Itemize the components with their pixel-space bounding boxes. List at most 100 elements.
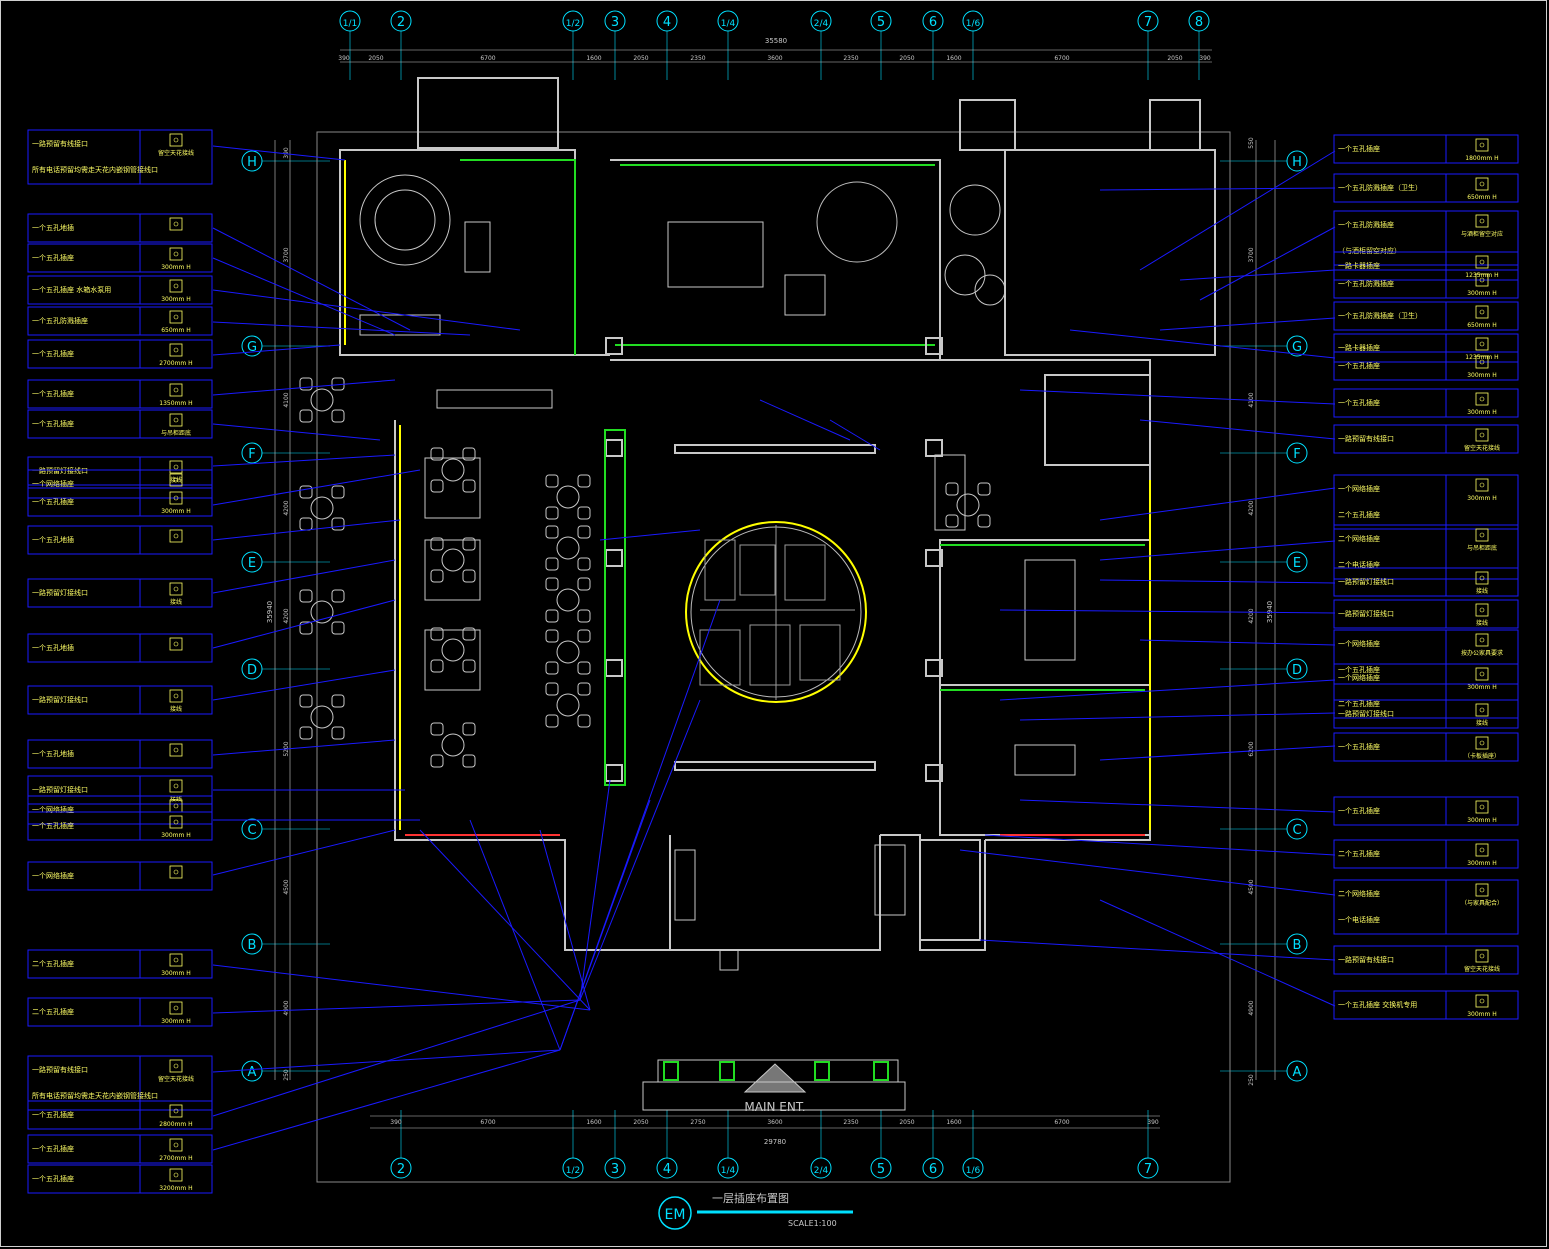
- legend-right-text: 一个五孔防溅插座（卫生）: [1338, 183, 1422, 192]
- outlet-symbol-icon: [169, 779, 183, 793]
- legend-right-row: [1333, 210, 1519, 266]
- legend-right-row: [1333, 699, 1519, 729]
- legend-right-row: [1333, 333, 1519, 363]
- chair: [545, 661, 559, 675]
- chair: [430, 659, 444, 673]
- chair: [577, 525, 591, 539]
- chair: [299, 409, 313, 423]
- dim-top: 2050: [1167, 55, 1182, 62]
- leader-line: [979, 939, 1336, 961]
- chair: [331, 409, 345, 423]
- legend-right-row: [1333, 301, 1519, 331]
- chair: [331, 694, 345, 708]
- legend-left-row: [27, 339, 213, 369]
- leader-line: [1019, 389, 1336, 405]
- outlet-dot-icon: [173, 783, 179, 789]
- dim-bottom: 390: [390, 1119, 402, 1126]
- legend-right-height: 650mm H: [1467, 194, 1497, 201]
- legend-left-text: 一路预留灯接线口: [32, 695, 88, 704]
- legend-right-text: 一个五孔插座: [1338, 742, 1380, 751]
- outlet-dot-icon: [173, 869, 179, 875]
- outlet-dot-icon: [173, 1172, 179, 1178]
- grid-label-bottom: 2: [397, 1162, 405, 1177]
- dim-right: 4900: [1248, 1000, 1255, 1015]
- dim-top: 6700: [480, 55, 495, 62]
- legend-left-height: 2800mm H: [159, 1121, 192, 1128]
- leader-line: [212, 999, 581, 1117]
- outlet-symbol-icon: [1475, 177, 1489, 191]
- legend-right-row: [1333, 990, 1519, 1020]
- legend-left-height: 650mm H: [161, 327, 191, 334]
- legend-left-height: 留空天花接线: [158, 149, 194, 157]
- leader-line: [579, 699, 701, 1001]
- legend-right-height: 接线: [1476, 719, 1488, 727]
- outlet-dot-icon: [1479, 637, 1485, 643]
- leader-line: [212, 379, 396, 396]
- leader-line: [1139, 419, 1336, 440]
- legend-left-text: 一个五孔插座: [32, 349, 74, 358]
- outlet-symbol-icon: [1475, 883, 1489, 897]
- legend-left-text: 一个五孔防溅插座: [32, 316, 88, 325]
- outlet-dot-icon: [1479, 847, 1485, 853]
- dim-left: 4500: [283, 879, 290, 894]
- outlet-dot-icon: [1479, 953, 1485, 959]
- legend-right-row: [1333, 524, 1519, 580]
- outlet-symbol-icon: [169, 743, 183, 757]
- chair: [299, 517, 313, 531]
- legend-right-height: 1235mm H: [1465, 354, 1498, 361]
- round-table: [441, 638, 465, 662]
- outlet-symbol-icon: [1475, 994, 1489, 1008]
- outlet-symbol-icon: [169, 1059, 183, 1073]
- grid-label-bottom: 4: [663, 1162, 671, 1177]
- lobby-front: [670, 835, 881, 951]
- spiral-stair: [816, 181, 898, 263]
- legend-left-row: [27, 243, 213, 273]
- legend-left: 一路预留有线接口所有电话预留均需走天花内嵌钢管接线口留空天花接线一个五孔地插一个…: [27, 129, 213, 1194]
- grid-label-bottom: 7: [1144, 1162, 1152, 1177]
- chair: [299, 485, 313, 499]
- chair: [331, 726, 345, 740]
- legend-left-row: [27, 997, 213, 1027]
- legend-left-text: 一个五孔地插: [32, 535, 74, 544]
- legend-right-text: 一路预留灯接线口: [1338, 609, 1394, 618]
- title-block: EM 一层插座布置图 SCALE1:100: [658, 1191, 853, 1230]
- legend-left-text: 一个网络插座: [32, 805, 74, 814]
- legend-right-height: （与家具配合）: [1461, 899, 1503, 907]
- chair: [299, 694, 313, 708]
- legend-left-height: 3200mm H: [159, 1185, 192, 1192]
- dim-left: 4200: [283, 500, 290, 515]
- legend-right-text: 一个网络插座: [1338, 639, 1380, 648]
- chair: [462, 447, 476, 461]
- chair: [430, 537, 444, 551]
- outlet-symbol-icon: [169, 1001, 183, 1015]
- legend-left-text: 一个五孔插座: [32, 497, 74, 506]
- outlet-dot-icon: [1479, 142, 1485, 148]
- legend-right-row: [1333, 474, 1519, 530]
- north-stair-2: [959, 99, 1016, 151]
- legend-right-text: 一路预留有线接口: [1338, 434, 1394, 443]
- legend-right-height: 接线: [1476, 619, 1488, 627]
- legend-right-row: [1333, 424, 1519, 454]
- grid-label-right: C: [1292, 823, 1301, 838]
- legend-right-text: 一个五孔插座: [1338, 806, 1380, 815]
- dim-right: 250: [1248, 1074, 1255, 1086]
- south-stair: [919, 839, 981, 941]
- grid-label-top: 8: [1195, 15, 1203, 30]
- legend-right-row: [1333, 629, 1519, 685]
- legend-right-subtext: 二个五孔插座: [1338, 699, 1380, 708]
- dim-left: 4100: [283, 392, 290, 407]
- legend-left-row: [27, 739, 213, 769]
- leader-line: [212, 469, 421, 506]
- grid-label-right: A: [1293, 1065, 1302, 1080]
- leader-line: [212, 289, 521, 331]
- leader-line: [212, 599, 396, 649]
- east-stair: [1044, 374, 1151, 466]
- leader-line: [1139, 150, 1336, 271]
- legend-left-text: 一个五孔插座: [32, 1110, 74, 1119]
- legend-right-row: [1333, 663, 1519, 719]
- chair: [577, 577, 591, 591]
- outlet-symbol-icon: [169, 491, 183, 505]
- leader-line: [212, 964, 591, 1011]
- outlet-dot-icon: [1479, 887, 1485, 893]
